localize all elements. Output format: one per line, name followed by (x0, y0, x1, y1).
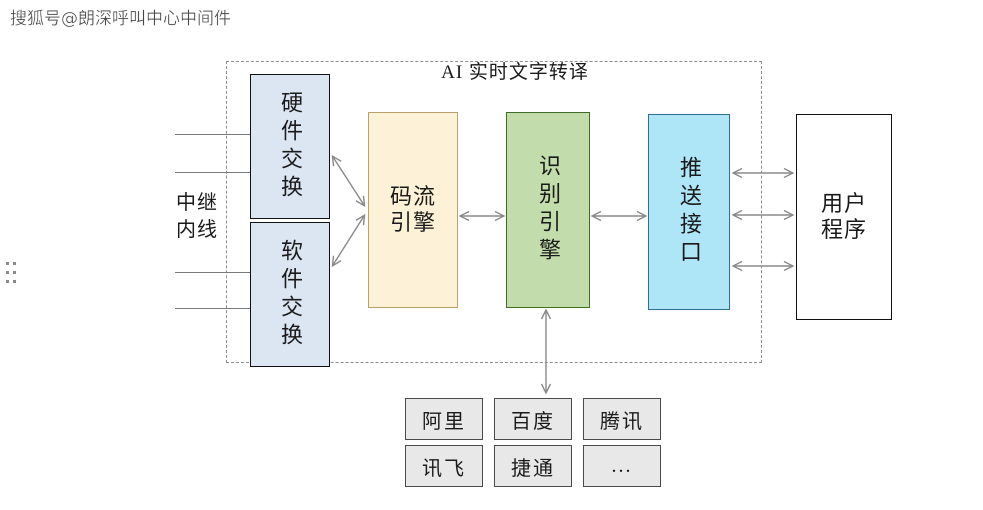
chip-vendor-1[interactable]: 百度 (494, 398, 572, 440)
node-hardware-switch[interactable]: 硬件交换 (250, 74, 330, 219)
node-recognition-engine-label: 识别引擎 (535, 154, 561, 266)
diagram-title: AI 实时文字转译 (441, 62, 589, 83)
trunk-line-4 (175, 308, 251, 309)
trunk-line-2 (175, 172, 251, 173)
node-user-program-label: 用户程序 (820, 191, 867, 242)
node-user-program[interactable]: 用户程序 (796, 114, 892, 320)
chip-vendor-3[interactable]: 讯飞 (405, 445, 483, 487)
trunk-label-line-2: 内线 (176, 219, 218, 241)
trunk-line-3 (175, 272, 251, 273)
chip-vendor-0[interactable]: 阿里 (405, 398, 483, 440)
chip-vendor-3-label: 讯飞 (422, 457, 466, 480)
chip-vendor-5-label: ... (611, 454, 633, 477)
chip-vendor-1-label: 百度 (511, 410, 555, 433)
chip-vendor-4-label: 捷通 (511, 457, 555, 480)
drag-handle-icon[interactable] (6, 262, 18, 288)
chip-vendor-0-label: 阿里 (422, 410, 466, 433)
trunk-label-line-1: 中继 (176, 192, 218, 214)
chip-vendor-5[interactable]: ... (583, 445, 661, 487)
node-stream-engine-label: 码流引擎 (389, 184, 436, 235)
trunk-line-1 (175, 134, 251, 135)
watermark-text: 搜狐号@朗深呼叫中心中间件 (10, 9, 231, 29)
node-software-switch[interactable]: 软件交换 (250, 222, 330, 367)
node-software-switch-label: 软件交换 (277, 238, 303, 351)
chip-vendor-4[interactable]: 捷通 (494, 445, 572, 487)
node-recognition-engine[interactable]: 识别引擎 (506, 112, 590, 308)
node-hardware-switch-label: 硬件交换 (277, 90, 303, 203)
node-stream-engine[interactable]: 码流引擎 (368, 112, 458, 308)
node-push-interface[interactable]: 推送接口 (648, 114, 730, 310)
chip-vendor-2[interactable]: 腾讯 (583, 398, 661, 440)
chip-vendor-2-label: 腾讯 (600, 410, 644, 433)
node-push-interface-label: 推送接口 (676, 156, 702, 268)
trunk-label: 中继 内线 (166, 190, 228, 244)
